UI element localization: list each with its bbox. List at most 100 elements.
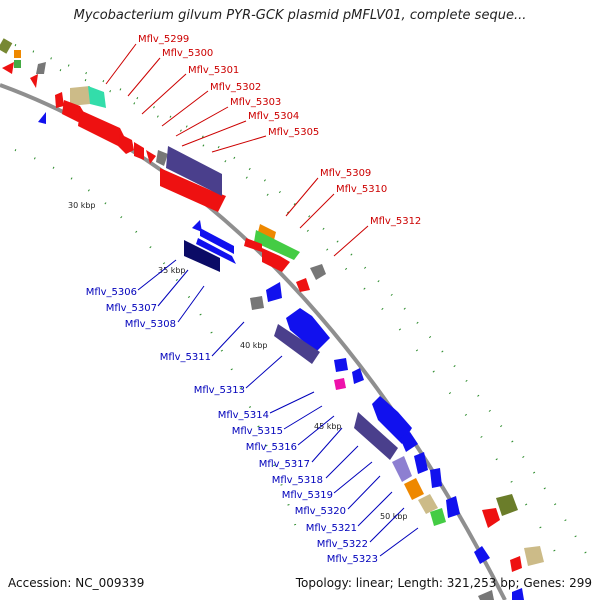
gene-feature[interactable] [14,60,21,68]
gene-label-reverse[interactable]: Mflv_5317 [259,459,310,470]
gene-label-reverse[interactable]: Mflv_5314 [218,410,269,421]
gene-label-forward[interactable]: Mflv_5300 [162,48,213,59]
gene-mflv-5322[interactable] [418,494,438,514]
gene-label-reverse[interactable]: Mflv_5308 [125,319,176,330]
leader-line [285,177,319,217]
gene-feature[interactable] [266,282,282,302]
gene-feature[interactable] [30,74,38,88]
gene-label-forward[interactable]: Mflv_5312 [370,216,421,227]
gene-label-reverse[interactable]: Mflv_5315 [232,426,283,437]
kbp-label: 30 kbp [68,201,96,210]
gene-mflv-5309[interactable] [258,224,276,240]
leader-line [211,321,245,357]
leader-line [181,120,247,147]
leader-line [127,57,161,97]
leader-line [369,507,405,543]
gene-label-reverse[interactable]: Mflv_5311 [160,352,211,363]
gene-feature[interactable] [478,590,494,600]
gene-mflv-5310[interactable] [254,230,300,260]
gene-mflv-5311-gray[interactable] [250,296,264,310]
gene-feature[interactable] [352,368,364,384]
gene-mflv-5313[interactable] [274,324,320,364]
gene-label-forward[interactable]: Mflv_5309 [320,168,371,179]
gene-mflv-5303[interactable] [118,134,134,154]
gene-feature[interactable] [400,432,418,452]
gene-mflv-5307-block[interactable] [200,228,234,254]
gene-mflv-5317[interactable] [372,396,412,444]
gene-mflv-5304[interactable] [134,142,144,160]
gene-label-reverse[interactable]: Mflv_5318 [272,475,323,486]
gene-feature[interactable] [496,494,518,516]
gene-feature[interactable] [334,358,348,372]
gene-label-reverse[interactable]: Mflv_5321 [306,523,357,534]
gene-label-reverse[interactable]: Mflv_5316 [246,442,297,453]
gene-feature[interactable] [156,150,168,166]
gene-label-forward[interactable]: Mflv_5304 [248,111,299,122]
gene-mflv-5306[interactable] [192,220,202,232]
gene-label-forward[interactable]: Mflv_5301 [188,65,239,76]
gene-label-forward[interactable]: Mflv_5302 [210,82,261,93]
gene-feature[interactable] [430,468,442,488]
gene-mflv-5311[interactable] [286,308,330,352]
gene-feature[interactable] [14,50,21,58]
gene-feature[interactable] [2,62,14,74]
gene-feature[interactable] [414,452,428,474]
leader-line [325,445,359,479]
leader-line [141,73,187,115]
gene-feature[interactable] [55,92,64,108]
leader-line [269,391,315,414]
gene-mflv-5307[interactable] [196,238,236,264]
gene-mflv-5302[interactable] [78,110,126,146]
gene-feature[interactable] [310,264,326,280]
gene-label-forward[interactable]: Mflv_5305 [268,127,319,138]
gene-feature[interactable] [0,38,13,54]
gene-feature[interactable] [446,496,460,518]
gene-mflv-5299[interactable] [70,86,90,106]
gene-label-reverse[interactable]: Mflv_5320 [295,506,346,517]
gene-label-forward[interactable]: Mflv_5299 [138,34,189,45]
leader-line [357,491,393,527]
gene-mflv-5305[interactable] [160,168,226,212]
gene-feature[interactable] [430,508,446,526]
gene-feature[interactable] [482,508,500,528]
kbp-label: 40 kbp [240,341,268,350]
gene-mflv-5314[interactable] [334,378,346,390]
gene-mflv-5323[interactable] [474,546,490,564]
kbp-label: 50 kbp [380,512,408,521]
gene-feature[interactable] [244,238,262,252]
leader-line [297,415,335,446]
gene-feature[interactable] [38,112,46,124]
gene-label-forward[interactable]: Mflv_5310 [336,184,387,195]
gene-label-reverse[interactable]: Mflv_5313 [194,385,245,396]
gene-label-reverse[interactable]: Mflv_5319 [282,490,333,501]
gene-label-reverse[interactable]: Mflv_5307 [106,303,157,314]
gene-feature[interactable] [146,150,156,164]
gene-feature[interactable] [36,62,46,74]
gene-label-reverse[interactable]: Mflv_5306 [86,287,137,298]
gene-label-forward[interactable]: Mflv_5303 [230,97,281,108]
gene-label-reverse[interactable]: Mflv_5323 [327,554,378,565]
leader-line [283,405,323,430]
gene-mflv-5300[interactable] [88,86,106,108]
leader-line [333,461,373,494]
leader-line [157,269,189,307]
leader-line [333,225,369,257]
gene-feature[interactable] [524,546,544,566]
leader-line [245,355,283,389]
gene-mflv-5312[interactable] [296,278,310,292]
gene-label-reverse[interactable]: Mflv_5322 [317,539,368,550]
gene-mflv-5318[interactable] [354,412,398,460]
gene-feature[interactable] [512,588,524,600]
map-title: Mycobacterium gilvum PYR-GCK plasmid pMF… [73,8,527,23]
gene-mflv-5321[interactable] [404,478,424,500]
gene-mflv-5320[interactable] [392,456,412,482]
gene-feature[interactable] [510,556,522,572]
leader-line [175,106,229,137]
gene-mflv-5308[interactable] [184,240,220,272]
gene-mflv-5305-purple[interactable] [166,146,222,196]
gene-feature[interactable] [262,248,290,272]
leader-line [379,527,419,557]
kbp-label: 35 kbp [158,266,186,275]
topology-summary-text: Topology: linear; Length: 321,253 bp; Ge… [295,576,592,590]
